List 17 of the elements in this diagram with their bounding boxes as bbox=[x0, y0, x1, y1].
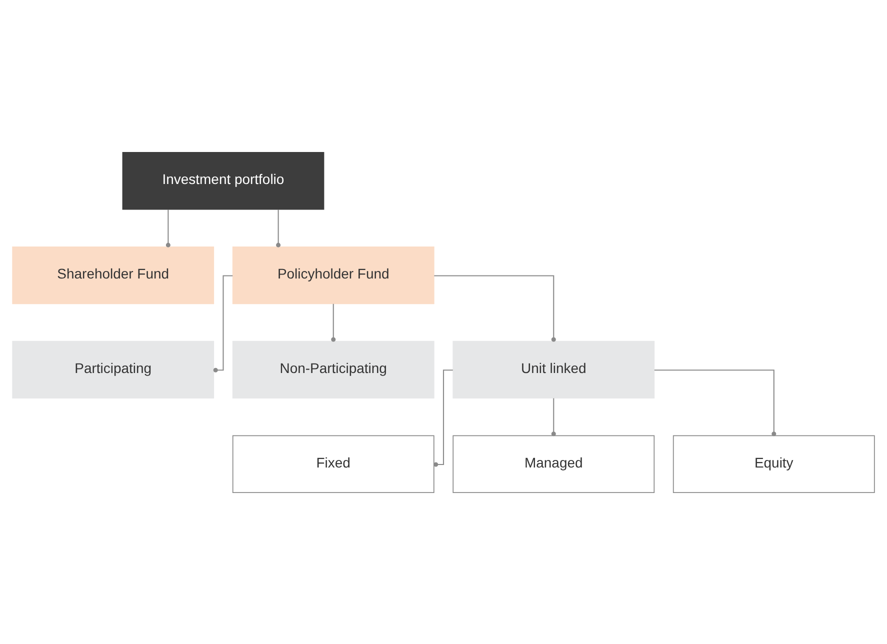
node-box: Non-Participating bbox=[232, 340, 434, 398]
connector bbox=[331, 303, 336, 342]
connector bbox=[551, 398, 556, 436]
connector bbox=[276, 208, 281, 247]
node-box: Investment portfolio bbox=[122, 152, 324, 210]
node-box: Participating bbox=[12, 340, 214, 398]
connector bbox=[434, 369, 453, 466]
node-box: Policyholder Fund bbox=[232, 246, 434, 304]
node-box: Shareholder Fund bbox=[12, 246, 214, 304]
node-box: Unit linked bbox=[452, 340, 655, 398]
node-box: Managed bbox=[452, 434, 655, 492]
connector bbox=[654, 369, 776, 436]
node-box: Fixed bbox=[232, 434, 434, 492]
connector bbox=[213, 274, 233, 372]
connector bbox=[166, 208, 170, 247]
connector bbox=[434, 274, 556, 342]
node-box: Equity bbox=[672, 434, 875, 492]
